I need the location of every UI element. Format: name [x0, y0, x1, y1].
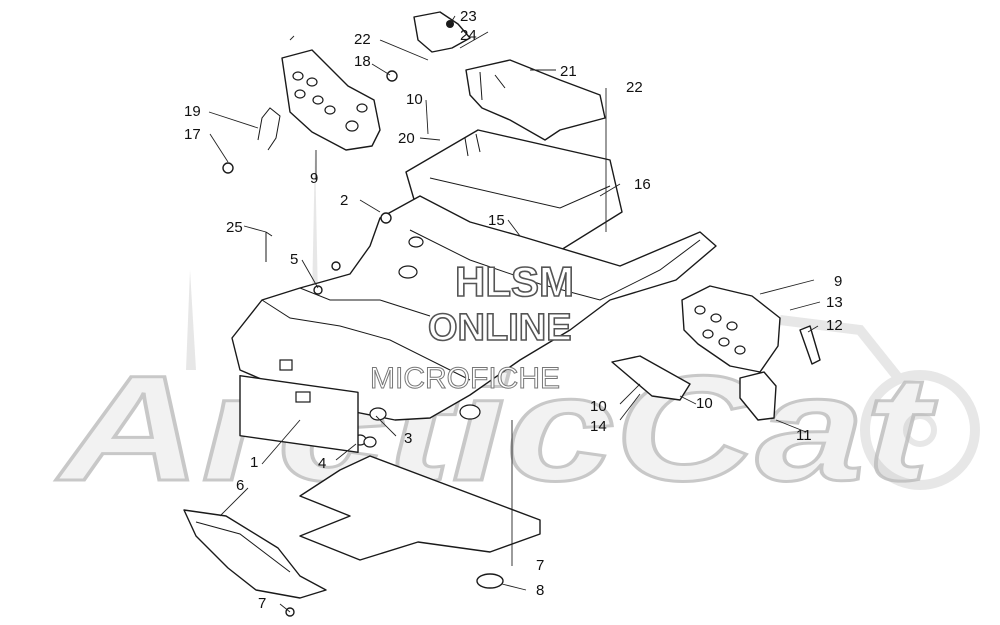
callout-6: 6 — [236, 477, 244, 494]
callout-17: 17 — [184, 126, 201, 143]
callout-9-right: 9 — [834, 273, 842, 290]
callout-24: 24 — [460, 27, 477, 44]
callout-22-right: 22 — [626, 79, 643, 96]
callout-1: 1 — [250, 454, 258, 471]
callout-4: 4 — [318, 455, 326, 472]
callout-2: 2 — [340, 192, 348, 209]
callout-21: 21 — [560, 63, 577, 80]
callout-9-left: 9 — [310, 170, 318, 187]
callout-8: 8 — [536, 582, 544, 599]
callout-3: 3 — [404, 430, 412, 447]
skid-plate-part — [183, 509, 327, 599]
watermark-line3: MICROFICHE — [370, 362, 560, 395]
side-bracket-part — [611, 355, 691, 401]
callout-labels: 23 24 22 18 21 22 10 19 17 20 9 16 2 15 … — [184, 8, 843, 612]
callout-20: 20 — [398, 130, 415, 147]
leader-lines — [208, 15, 821, 613]
callout-10-right: 10 — [696, 395, 713, 412]
spire-icon — [186, 150, 318, 370]
bolt-5-part — [313, 261, 341, 295]
callout-7-left: 7 — [258, 595, 266, 612]
bolt-2-part — [380, 212, 392, 224]
right-footrest-bracket-part — [681, 285, 781, 373]
callout-23: 23 — [460, 8, 477, 25]
small-plate-part — [799, 325, 821, 365]
bolt-25-part — [265, 231, 273, 262]
callout-22-left: 22 — [354, 31, 371, 48]
nut-18-part — [386, 70, 398, 82]
hlsm-watermark: HLSM ONLINE MICROFICHE — [370, 257, 575, 395]
grab-handle-part — [257, 107, 281, 151]
cover-panel-part — [465, 59, 606, 141]
callout-10-top: 10 — [406, 91, 423, 108]
callout-7-right: 7 — [536, 557, 544, 574]
callout-13: 13 — [826, 294, 843, 311]
callout-14: 14 — [590, 418, 607, 435]
watermark-line2: ONLINE — [428, 307, 572, 349]
motorcycle-wheel-icon — [779, 315, 980, 490]
heel-guard-part — [739, 371, 777, 421]
left-footrest-bracket-part — [281, 49, 381, 151]
callout-5: 5 — [290, 251, 298, 268]
callout-19: 19 — [184, 103, 201, 120]
callout-25: 25 — [226, 219, 243, 236]
callout-11: 11 — [796, 427, 812, 444]
callout-15: 15 — [488, 212, 505, 229]
callout-16: 16 — [634, 176, 651, 193]
bolt-17-part — [222, 162, 234, 174]
callout-12: 12 — [826, 317, 843, 334]
callout-10-mid: 10 — [590, 398, 607, 415]
watermark-line1: HLSM — [455, 258, 574, 305]
belly-pan-part — [299, 455, 541, 561]
top-bracket-part — [413, 11, 471, 53]
grommet-part — [476, 573, 504, 589]
chassis-frame-part — [231, 195, 717, 454]
callout-18: 18 — [354, 53, 371, 70]
